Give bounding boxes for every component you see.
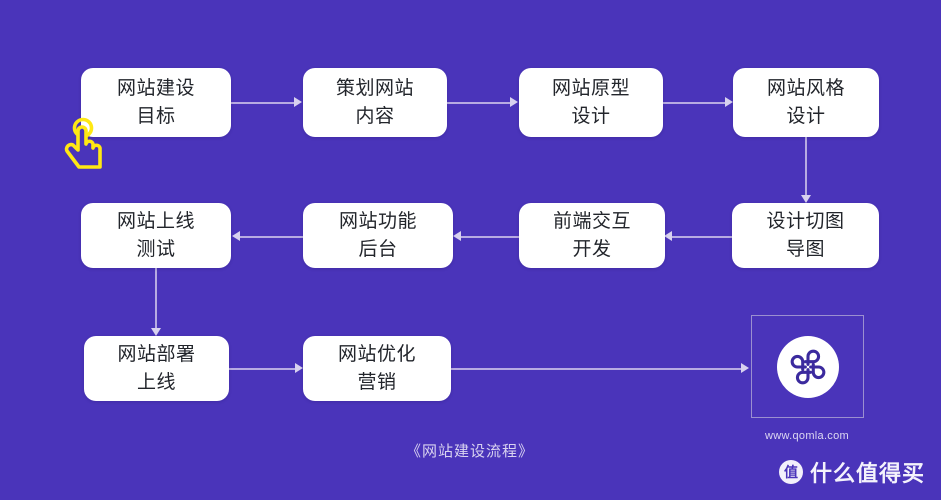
node-line-1: 前端交互 [552,210,631,232]
arrowhead-n9-n10 [295,363,303,373]
flow-node-launch-test[interactable]: 网站上线 测试 [81,203,231,268]
connector-n2-n3 [447,102,510,104]
node-line-1: 网站原型 [551,77,630,99]
flow-node-website-goal[interactable]: 网站建设 目标 [81,68,231,137]
connector-n9-n10 [229,368,295,370]
node-line-1: 网站部署 [117,343,196,365]
tap-hand-cursor-icon [64,117,120,172]
arrowhead-n5-n6 [664,231,672,241]
flow-node-slice-design[interactable]: 设计切图 导图 [732,203,879,268]
arrowhead-n4-n5 [801,195,811,203]
arrowhead-n6-n7 [453,231,461,241]
diagram-caption: 《网站建设流程》 [405,443,534,460]
connector-n6-n7 [461,236,519,238]
arrowhead-n10-logo [741,363,749,373]
arrowhead-n1-n2 [294,97,302,107]
node-line-1: 网站上线 [116,210,195,232]
node-line-1: 网站功能 [338,210,417,232]
node-line-2: 测试 [136,238,176,260]
node-line-1: 网站风格 [766,77,845,99]
flow-node-prototype-design[interactable]: 网站原型 设计 [519,68,663,137]
node-line-2: 设计 [786,105,826,127]
node-line-2: 后台 [358,238,398,260]
smzdm-watermark: 值 什么值得买 [778,456,925,488]
flow-node-backend-features[interactable]: 网站功能 后台 [303,203,453,268]
flow-node-style-design[interactable]: 网站风格 设计 [733,68,879,137]
arrowhead-n3-n4 [725,97,733,107]
connector-n7-n8 [240,236,303,238]
qomla-clover-icon [790,349,825,384]
watermark-badge: 值 [778,460,803,484]
arrowhead-n8-n9 [151,328,161,336]
connector-n10-logo [451,368,741,370]
connector-n1-n2 [231,102,294,104]
brand-logo-panel[interactable] [751,315,864,418]
node-line-1: 网站优化 [337,343,416,365]
arrowhead-n7-n8 [232,231,240,241]
connector-n4-n5 [805,137,807,195]
node-line-1: 策划网站 [335,77,414,99]
flow-node-frontend-dev[interactable]: 前端交互 开发 [519,203,665,268]
node-line-1: 设计切图 [766,210,845,232]
node-line-2: 设计 [571,105,611,127]
node-line-2: 导图 [785,238,825,260]
node-line-2: 开发 [572,238,612,260]
node-line-2: 上线 [136,371,176,393]
connector-n8-n9 [155,268,157,328]
flow-node-plan-content[interactable]: 策划网站 内容 [303,68,447,137]
brand-url: www.qomla.com [765,430,849,442]
connector-n3-n4 [663,102,725,104]
flow-node-optimize-marketing[interactable]: 网站优化 营销 [303,336,451,401]
node-line-2: 内容 [355,105,395,127]
watermark-text: 什么值得买 [809,461,925,486]
connector-n5-n6 [672,236,732,238]
node-line-1: 网站建设 [116,77,195,99]
logo-disc [776,335,839,398]
arrowhead-n2-n3 [510,97,518,107]
node-line-2: 营销 [357,371,397,393]
node-line-2: 目标 [136,105,176,127]
flow-node-deploy-online[interactable]: 网站部署 上线 [84,336,229,401]
